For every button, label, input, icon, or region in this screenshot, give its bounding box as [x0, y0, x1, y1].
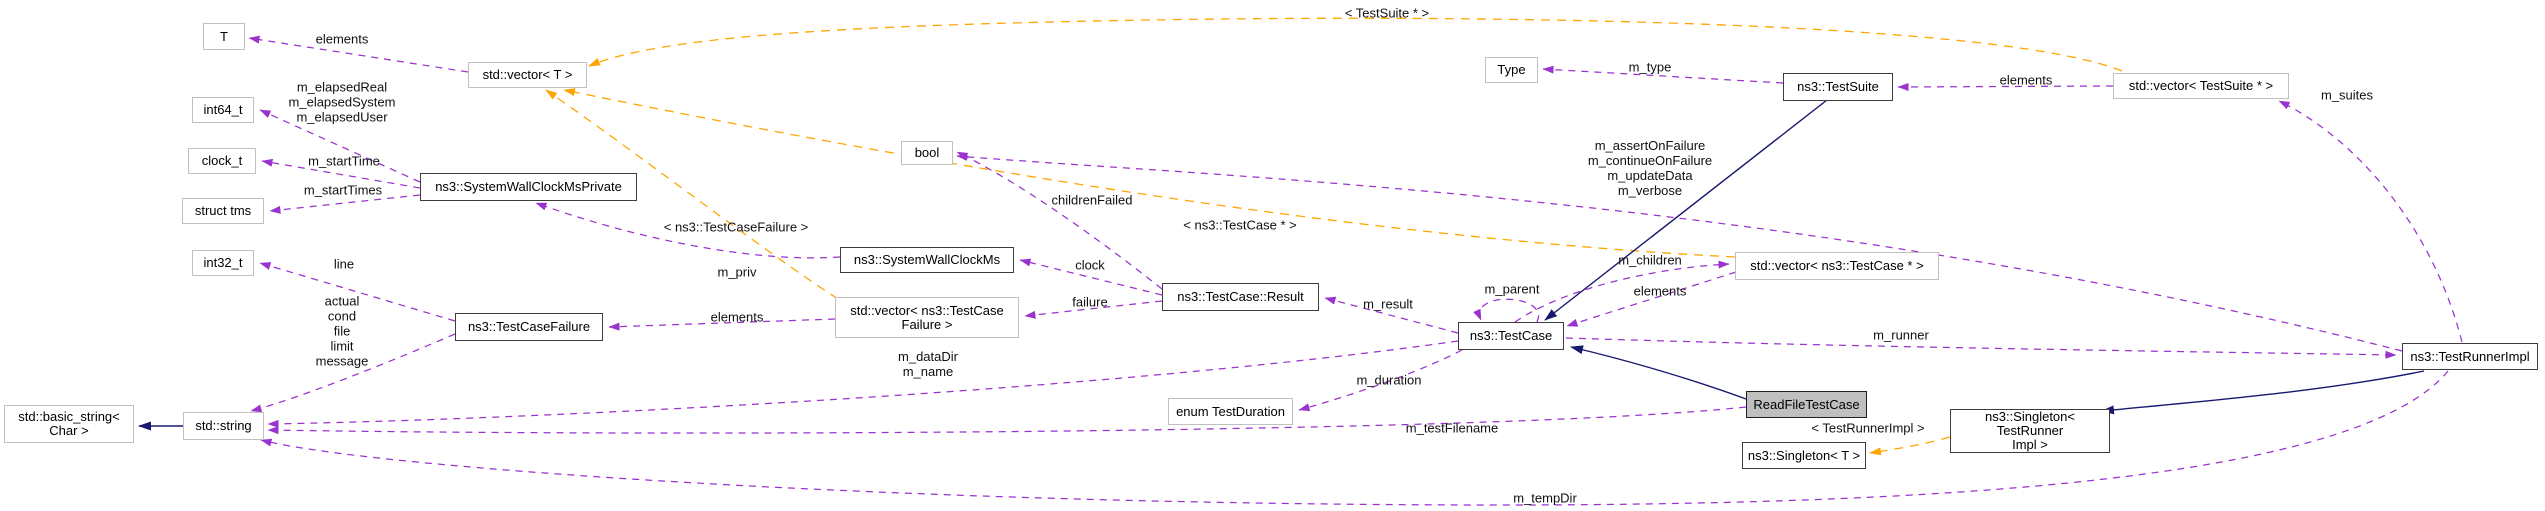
edge-inherit-testsuite-testcase	[1544, 99, 1828, 321]
node-clock-t: clock_t	[188, 148, 256, 174]
edge-label-m-testFilename: m_testFilename	[1405, 420, 1499, 436]
node-type: Type	[1485, 57, 1538, 83]
edge-m-dataDir-m-name	[267, 340, 1459, 428]
edge-template-testrunnerimpl	[1869, 436, 1951, 456]
node-enum-testduration: enum TestDuration	[1168, 398, 1293, 425]
node-std-vector-T: std::vector< T >	[468, 62, 587, 88]
edge-failure	[1024, 300, 1163, 319]
node-struct-tms: struct tms	[182, 198, 264, 224]
edge-elements-vectorT-T	[248, 35, 469, 73]
node-std-vector-testcase-ptr: std::vector< ns3::TestCase * >	[1735, 252, 1939, 280]
edge-label-m-type: m_type	[1628, 59, 1672, 75]
node-int64-t: int64_t	[192, 97, 254, 123]
edge-label-elements-tc: elements	[1633, 283, 1687, 299]
node-testcase-result[interactable]: ns3::TestCase::Result	[1162, 283, 1319, 311]
edge-m-testFilename	[267, 406, 1747, 435]
node-std-vector-testsuite-ptr: std::vector< TestSuite * >	[2113, 73, 2289, 99]
node-testcasefailure[interactable]: ns3::TestCaseFailure	[455, 313, 603, 341]
edge-m-type	[1542, 65, 1784, 84]
edge-m-elapsed	[259, 109, 421, 183]
edge-label-failure: failure	[1072, 294, 1108, 310]
edge-label-m-suites: m_suites	[2320, 87, 2374, 103]
edge-label-elements: elements	[315, 31, 369, 47]
node-readfiletestcase: ReadFileTestCase	[1746, 391, 1867, 418]
edge-template-testcase-ptr	[563, 88, 1736, 258]
edge-m-result	[1324, 296, 1459, 334]
edge-m-parent-selfloop	[1473, 298, 1540, 323]
node-T: T	[203, 23, 245, 50]
node-int32-t: int32_t	[192, 250, 254, 276]
node-testsuite[interactable]: ns3::TestSuite	[1783, 73, 1893, 101]
edge-template-testsuite-ptr	[588, 17, 2123, 72]
edge-failure-fields	[250, 333, 456, 413]
edge-inherit-readfile-testcase	[1570, 345, 1747, 400]
edge-clock	[1019, 258, 1163, 296]
edge-label-m-startTimes: m_startTimes	[303, 182, 383, 198]
node-testrunnerimpl[interactable]: ns3::TestRunnerImpl	[2402, 343, 2538, 370]
edge-m-tempDir	[260, 370, 2449, 506]
node-bool: bool	[901, 141, 953, 165]
edge-inherit-runner-singleton	[2101, 370, 2425, 415]
node-std-vector-testcasefailure: std::vector< ns3::TestCase Failure >	[835, 297, 1019, 338]
node-systemwallclockms-private[interactable]: ns3::SystemWallClockMsPrivate	[420, 173, 637, 201]
node-singleton-testrunnerimpl[interactable]: ns3::Singleton< TestRunner Impl >	[1950, 409, 2110, 453]
edge-label-failure-fields: actual cond file limit message	[315, 293, 369, 369]
edge-label-m-parent: m_parent	[1484, 281, 1540, 297]
edge-m-startTime	[261, 158, 421, 189]
node-testcase[interactable]: ns3::TestCase	[1458, 322, 1564, 350]
edge-m-runner	[1565, 337, 2397, 359]
edge-label-m-elapsed: m_elapsedReal m_elapsedSystem m_elapsedU…	[288, 79, 396, 125]
edge-m-duration	[1298, 349, 1463, 412]
edge-label-template-testcasefailure: < ns3::TestCaseFailure >	[663, 219, 809, 235]
node-std-string: std::string	[183, 412, 264, 440]
edge-label-m-startTime: m_startTime	[308, 153, 380, 169]
edge-label-m-children: m_children	[1618, 252, 1682, 268]
edge-label-clock: clock	[1075, 257, 1105, 273]
edge-label-template-testrunnerimpl: < TestRunnerImpl >	[1811, 420, 1925, 436]
edge-m-children	[1514, 260, 1730, 323]
node-singleton-T[interactable]: ns3::Singleton< T >	[1742, 442, 1866, 469]
edge-label-m-assert-flags: m_assertOnFailure m_continueOnFailure m_…	[1587, 138, 1713, 198]
edge-label-childrenFailed: childrenFailed	[1051, 192, 1133, 208]
edge-label-elements-ts: elements	[1999, 72, 2053, 88]
edge-elements-vectorTcf	[608, 318, 836, 331]
edge-label-elements-tcf: elements	[710, 309, 764, 325]
edge-label-m-priv: m_priv	[717, 264, 757, 280]
edge-label-template-testsuite-ptr: < TestSuite * >	[1344, 5, 1430, 21]
edge-label-m-runner: m_runner	[1873, 327, 1929, 343]
edge-m-suites	[2278, 100, 2463, 343]
node-std-basic-string: std::basic_string< Char >	[4, 405, 134, 443]
edge-label-m-duration: m_duration	[1356, 372, 1422, 388]
edge-label-template-testcase-ptr: < ns3::TestCase * >	[1183, 217, 1297, 233]
node-systemwallclockms[interactable]: ns3::SystemWallClockMs	[840, 247, 1014, 273]
edge-elements-vectorTs	[1897, 82, 2114, 91]
edge-childrenFailed	[956, 151, 1163, 290]
edge-label-m-dataDir: m_dataDir m_name	[898, 349, 958, 379]
edge-label-m-result: m_result	[1363, 296, 1413, 312]
edge-label-line: line	[333, 256, 355, 272]
edge-m-assert-flags	[956, 152, 2403, 352]
edge-template-testcasefailure	[545, 89, 839, 300]
edge-label-m-tempDir: m_tempDir	[1513, 490, 1577, 506]
edge-elements-vectorTc	[1566, 271, 1737, 327]
edge-line	[259, 262, 456, 322]
